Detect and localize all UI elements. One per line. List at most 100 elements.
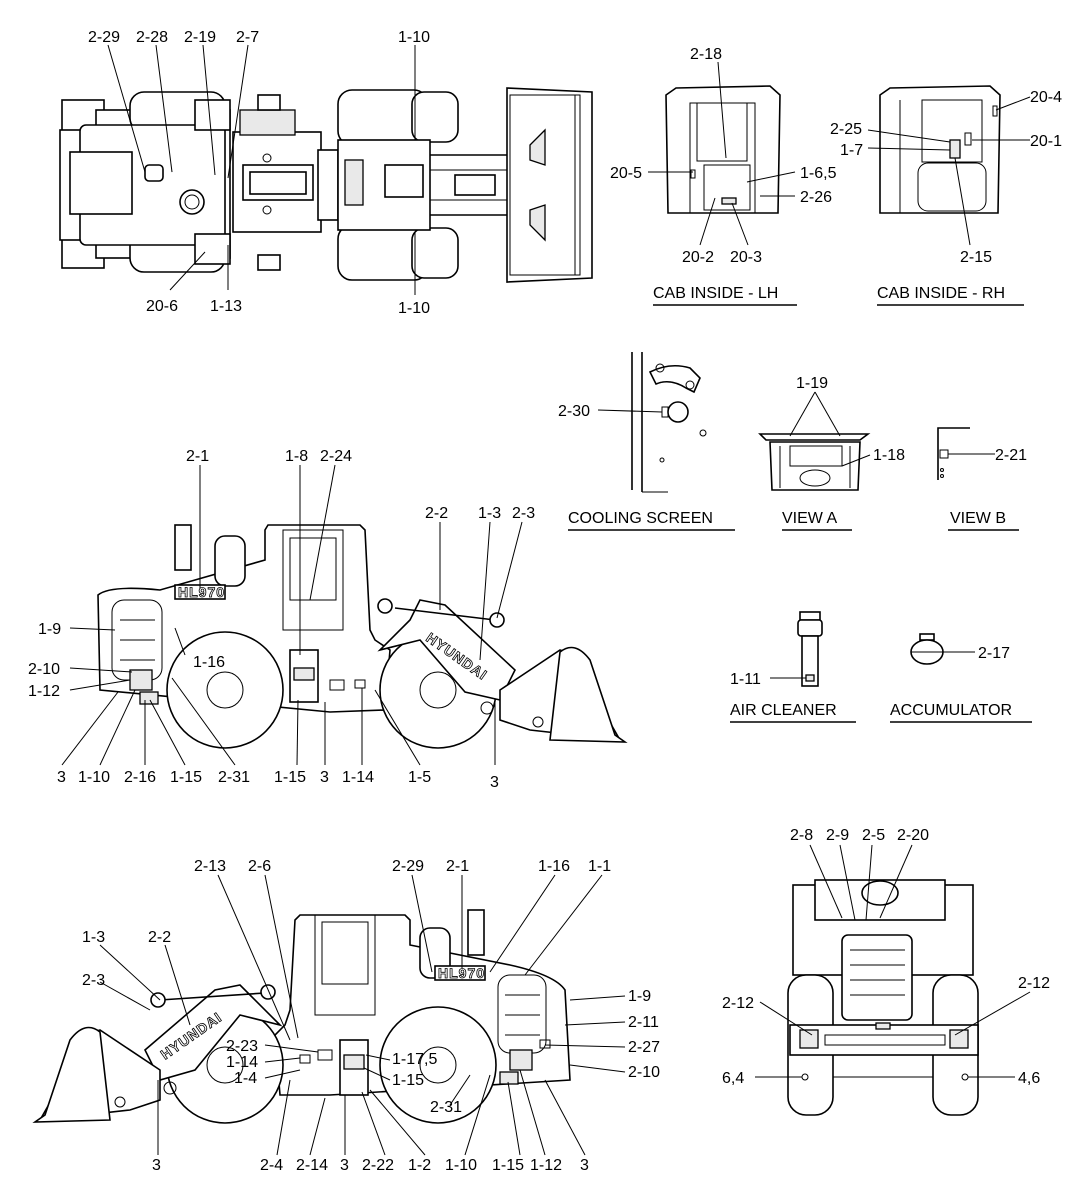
- callout-label: 2-31: [218, 769, 250, 786]
- callout-label: 2-25: [830, 121, 862, 138]
- callout-label: 2-6: [248, 858, 271, 875]
- callout-label: 20-3: [730, 249, 762, 266]
- callout-label: 1-12: [28, 683, 60, 700]
- callout-label: 1-11: [730, 671, 761, 688]
- callout-label: 3: [580, 1157, 589, 1174]
- callout-label: 3: [490, 774, 499, 791]
- callout-label: 2-20: [897, 827, 929, 844]
- callout-label: 1-16: [193, 654, 225, 671]
- callout-label: 2-18: [690, 46, 722, 63]
- callout-label: 2-15: [960, 249, 992, 266]
- air-cleaner-title: AIR CLEANER: [730, 702, 837, 719]
- callout-label: 20-1: [1030, 133, 1062, 150]
- callout-label: 2-10: [628, 1064, 660, 1081]
- callout-label: 1-1: [588, 858, 611, 875]
- callout-label: 2-21: [995, 447, 1027, 464]
- callout-label: 1-3: [478, 505, 501, 522]
- callout-label: 3: [152, 1157, 161, 1174]
- callout-label: 1-14: [342, 769, 374, 786]
- callout-label: 1-3: [82, 929, 105, 946]
- callout-label: 2-1: [186, 448, 209, 465]
- accumulator-title: ACCUMULATOR: [890, 702, 1012, 719]
- callout-label: 20-4: [1030, 89, 1062, 106]
- leader-lines: [61, 44, 1031, 1156]
- callout-label: 1-17,5: [392, 1051, 437, 1068]
- rear-view-loader: [787, 879, 979, 1116]
- callout-label: 2-11: [628, 1014, 659, 1031]
- callout-label: 1-18: [873, 447, 905, 464]
- left-side-view-loader: HL970 HYUNDAI: [97, 524, 628, 749]
- cab-inside-rh-title: CAB INSIDE - RH: [877, 285, 1005, 302]
- cooling-screen-view: [631, 352, 707, 493]
- callout-label: 2-29: [88, 29, 120, 46]
- callout-label: 1-5: [408, 769, 431, 786]
- cab-inside-lh-view: [665, 85, 781, 214]
- callout-labels: 2-29 2-28 2-19 2-7 1-10 1-10 20-6 1-13 2…: [28, 29, 1062, 1174]
- callout-label: 3: [320, 769, 329, 786]
- view-b-title: VIEW B: [950, 510, 1006, 527]
- callout-label: 2-10: [28, 661, 60, 678]
- callout-label: 2-22: [362, 1157, 394, 1174]
- callout-label: 20-5: [610, 165, 642, 182]
- title-underlines: [568, 304, 1032, 723]
- callout-label: 2-16: [124, 769, 156, 786]
- svg-text:HL970: HL970: [438, 965, 485, 981]
- view-b: [937, 427, 970, 480]
- callout-label: 1-10: [445, 1157, 477, 1174]
- callout-label: 2-23: [226, 1038, 258, 1055]
- view-a: [758, 433, 871, 491]
- callout-label: 4,6: [1018, 1070, 1040, 1087]
- callout-label: 2-29: [392, 858, 424, 875]
- callout-label: 2-28: [136, 29, 168, 46]
- callout-label: 2-27: [628, 1039, 660, 1056]
- air-cleaner-view: [797, 611, 823, 687]
- callout-label: 2-12: [722, 995, 754, 1012]
- callout-label: 1-15: [274, 769, 306, 786]
- callout-label: 1-10: [78, 769, 110, 786]
- cab-inside-lh-title: CAB INSIDE - LH: [653, 285, 778, 302]
- callout-label: 1-9: [38, 621, 61, 638]
- callout-label: 2-2: [425, 505, 448, 522]
- callout-label: 2-2: [148, 929, 171, 946]
- callout-label: 1-10: [398, 29, 430, 46]
- callout-label: 1-19: [796, 375, 828, 392]
- callout-label: 20-2: [682, 249, 714, 266]
- callout-label: 2-4: [260, 1157, 283, 1174]
- callout-label: 1-16: [538, 858, 570, 875]
- callout-label: 1-2: [408, 1157, 431, 1174]
- view-a-title: VIEW A: [782, 510, 837, 527]
- callout-label: 2-31: [430, 1099, 462, 1116]
- callout-label: 3: [57, 769, 66, 786]
- cooling-screen-title: COOLING SCREEN: [568, 510, 713, 527]
- callout-label: 2-5: [862, 827, 885, 844]
- callout-label: 2-3: [82, 972, 105, 989]
- callout-label: 1-4: [234, 1070, 257, 1087]
- callout-label: 2-3: [512, 505, 535, 522]
- callout-label: 2-17: [978, 645, 1010, 662]
- callout-label: 2-9: [826, 827, 849, 844]
- callout-label: 1-8: [285, 448, 308, 465]
- callout-label: 2-24: [320, 448, 352, 465]
- callout-label: 3: [340, 1157, 349, 1174]
- callout-label: 2-30: [558, 403, 590, 420]
- callout-label: 1-15: [170, 769, 202, 786]
- callout-label: 2-26: [800, 189, 832, 206]
- callout-label: 1-9: [628, 988, 651, 1005]
- callout-label: 1-13: [210, 298, 242, 315]
- callout-label: 1-15: [492, 1157, 524, 1174]
- callout-label: 2-1: [446, 858, 469, 875]
- svg-text:HL970: HL970: [178, 584, 225, 600]
- callout-label: 1-6,5: [800, 165, 837, 182]
- right-side-view-loader: HL970 HYUNDAI: [32, 909, 571, 1124]
- callout-label: 2-7: [236, 29, 259, 46]
- callout-label: 1-7: [840, 142, 863, 159]
- callout-label: 1-12: [530, 1157, 562, 1174]
- callout-label: 2-14: [296, 1157, 328, 1174]
- top-view-loader: [59, 87, 593, 283]
- callout-label: 2-19: [184, 29, 216, 46]
- callout-label: 1-14: [226, 1054, 258, 1071]
- callout-label: 1-10: [398, 300, 430, 317]
- callout-label: 6,4: [722, 1070, 744, 1087]
- callout-label: 2-13: [194, 858, 226, 875]
